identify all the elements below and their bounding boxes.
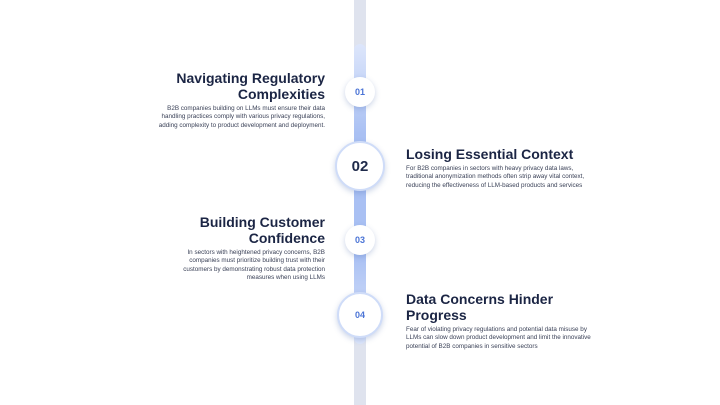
step-number: 04 [354, 310, 365, 320]
step-number: 01 [354, 87, 365, 97]
step-description: Fear of violating privacy regulations an… [406, 326, 591, 350]
step-title: Building Customer Confidence [199, 214, 325, 246]
timeline-item-regulatory: Navigating Regulatory Complexities B2B c… [150, 70, 325, 130]
step-marker-04: 04 [337, 292, 383, 338]
timeline-progress [354, 44, 366, 344]
step-number: 02 [351, 157, 369, 175]
timeline-item-confidence: Building Customer Confidence In sectors … [165, 214, 325, 282]
step-marker-01: 01 [345, 77, 375, 107]
step-marker-02: 02 [335, 141, 385, 191]
step-marker-03: 03 [345, 225, 375, 255]
timeline-item-progress: Data Concerns Hinder Progress Fear of vi… [406, 291, 591, 351]
step-description: B2B companies building on LLMs must ensu… [158, 105, 325, 129]
step-title: Data Concerns Hinder Progress [406, 291, 554, 323]
step-description: In sectors with heightened privacy conce… [183, 249, 325, 281]
step-title: Losing Essential Context [406, 146, 574, 162]
step-description: For B2B companies in sectors with heavy … [406, 165, 585, 189]
step-title: Navigating Regulatory Complexities [176, 70, 325, 102]
timeline-item-context: Losing Essential Context For B2B compani… [406, 146, 591, 190]
step-number: 03 [354, 235, 365, 245]
